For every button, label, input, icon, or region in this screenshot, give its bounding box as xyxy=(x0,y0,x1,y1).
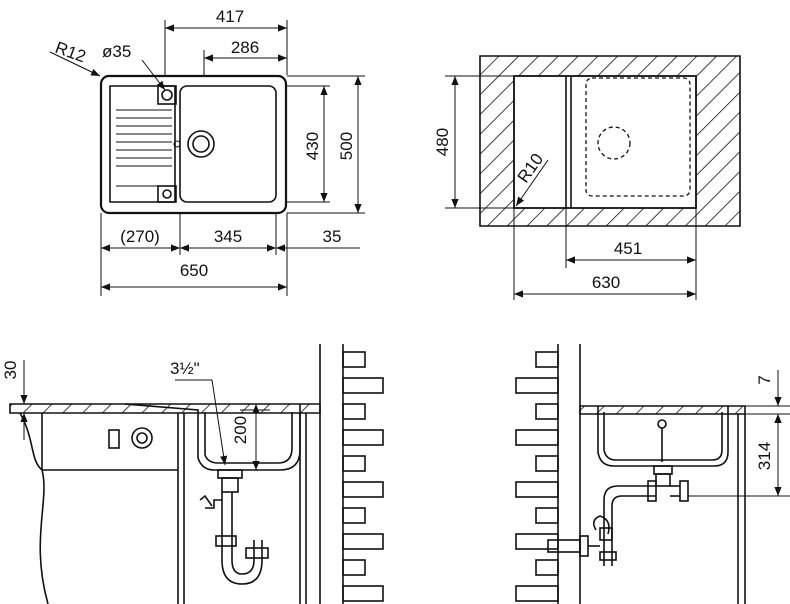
dim-430: 430 xyxy=(303,132,322,160)
dim-480: 480 xyxy=(433,128,452,156)
tap-hole xyxy=(161,89,173,101)
dim-630: 630 xyxy=(592,273,620,292)
front-view: 7 314 xyxy=(515,344,790,604)
dim-500: 500 xyxy=(337,132,356,160)
dim-drain-size: 3½" xyxy=(170,359,200,378)
dim-650: 650 xyxy=(180,261,208,280)
top-view: 417 286 R12 ø35 430 500 (270) 345 35 650 xyxy=(49,7,365,296)
countertop-hatch xyxy=(9,403,321,414)
cutout-view: 480 R10 451 630 xyxy=(433,55,741,300)
dim-314: 314 xyxy=(755,442,774,470)
dim-30: 30 xyxy=(1,361,20,380)
bowl-outline xyxy=(179,85,277,203)
dim-35: 35 xyxy=(323,227,342,246)
brick-wall-right xyxy=(515,344,581,604)
side-view: 30 3½" 200 xyxy=(1,344,384,604)
dim-417: 417 xyxy=(216,7,244,26)
dim-7: 7 xyxy=(755,375,774,384)
dim-286: 286 xyxy=(231,38,259,57)
dim-dia35: ø35 xyxy=(102,42,131,61)
brick-wall-left xyxy=(319,344,384,604)
front-sink xyxy=(597,406,729,467)
dim-345: 345 xyxy=(214,227,242,246)
dim-r12: R12 xyxy=(53,38,89,67)
knob xyxy=(131,427,153,449)
dim-451: 451 xyxy=(614,239,642,258)
dim-200: 200 xyxy=(231,416,250,444)
sink-section xyxy=(124,403,301,471)
cutout-hatch xyxy=(479,55,741,227)
cutout-drain xyxy=(597,126,631,160)
cutout-dashed-bowl xyxy=(585,77,691,197)
drain-circle xyxy=(187,130,215,158)
dim-270: (270) xyxy=(120,227,160,246)
sink-outline xyxy=(99,74,288,215)
